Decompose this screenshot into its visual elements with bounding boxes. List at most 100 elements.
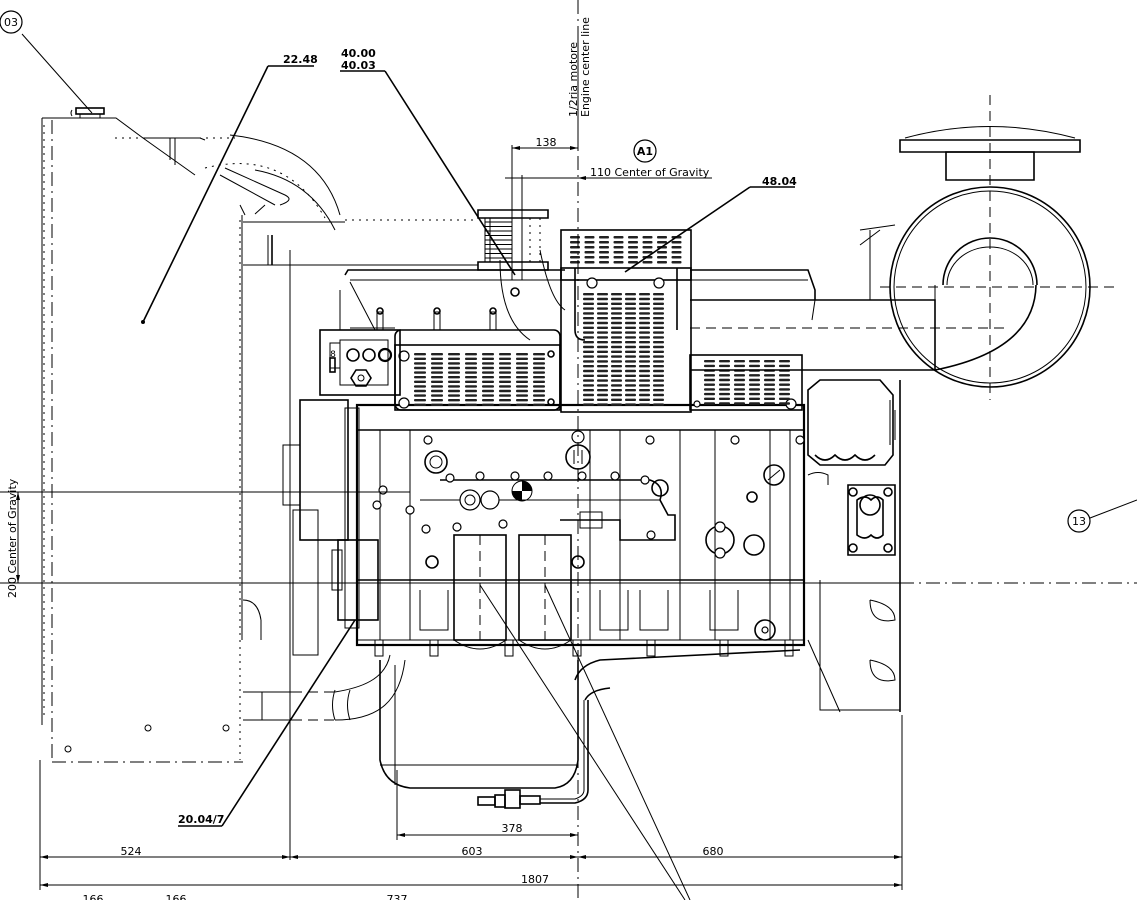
dim-737: 737	[387, 893, 408, 900]
louvre-slot	[599, 256, 609, 259]
louvre-slot	[657, 236, 667, 239]
louvre-slot	[639, 360, 650, 363]
louvre-slot	[639, 393, 650, 397]
louvre-slot	[734, 388, 745, 391]
louvre-slot	[482, 366, 494, 370]
louvre-slot	[642, 246, 653, 249]
louvre-slot	[465, 357, 477, 360]
louvre-slot	[611, 379, 622, 382]
balloon-03: 03	[0, 10, 23, 34]
louvre-slot	[628, 246, 638, 249]
louvre-slot	[584, 256, 595, 259]
louvre-slot	[613, 236, 624, 239]
louvre-slot	[583, 365, 594, 368]
louvre-slot	[465, 380, 477, 383]
louvre-slot	[431, 389, 443, 393]
louvre-slot	[597, 369, 608, 373]
louvre-slot	[653, 341, 664, 344]
louvre-slot	[597, 297, 608, 301]
louvre-slot	[653, 293, 664, 296]
louvre-slot	[749, 364, 760, 368]
louvre-slot	[583, 374, 594, 377]
louvre-slot	[639, 403, 650, 406]
louvre-slot	[516, 403, 528, 406]
balloon-03-label: 03	[4, 16, 18, 29]
louvre-slot	[465, 399, 477, 402]
louvre-slot	[597, 326, 608, 329]
louvre-slot	[499, 394, 511, 397]
louvre-slot	[653, 389, 664, 392]
louvre-slot	[597, 355, 608, 358]
louvre-slot	[719, 374, 730, 377]
louvre-slot	[597, 341, 608, 344]
louvre-slot	[749, 374, 760, 377]
louvre-slot	[583, 341, 594, 344]
dim-cg-horizontal: 110 Center of Gravity	[590, 166, 710, 179]
louvre-slot	[499, 399, 511, 402]
louvre-slot	[448, 399, 460, 402]
block-bolts	[423, 430, 805, 445]
louvre-slot	[764, 383, 775, 386]
louvre-slot	[448, 403, 460, 406]
louvre-slot	[516, 362, 528, 365]
louvre-slot	[583, 297, 594, 301]
louvre-slot	[639, 331, 650, 334]
louvre-slot	[611, 321, 622, 325]
louvre-slot	[779, 364, 790, 368]
louvre-slot	[516, 394, 528, 397]
heat-guard-right	[689, 354, 803, 411]
louvre-slot	[653, 326, 664, 329]
centerline-label-it: 1/2ria motore	[567, 42, 580, 117]
louvre-slot	[597, 302, 608, 305]
louvre-slot	[431, 376, 443, 379]
louvre-slot	[653, 297, 664, 301]
louvre-slot	[719, 402, 730, 405]
dim-378: 378	[502, 822, 523, 835]
callout-radiator: 22.48	[283, 53, 318, 66]
louvre-slot	[414, 353, 426, 356]
louvre-slot	[597, 331, 608, 334]
callout-40-00: 40.00	[341, 47, 376, 60]
louvre-slot	[625, 355, 636, 358]
louvre-slot	[639, 336, 650, 339]
louvre-slot	[597, 384, 608, 387]
louvre-slot	[431, 385, 443, 388]
louvre-slot	[779, 374, 790, 377]
louvre-slot	[465, 376, 477, 379]
louvre-slot	[653, 403, 664, 406]
louvre-slot	[597, 317, 608, 320]
louvre-slot	[653, 365, 664, 368]
louvre-slot	[414, 362, 426, 365]
louvre-slot	[779, 402, 790, 405]
louvre-slot	[749, 378, 760, 382]
louvre-slot	[625, 379, 636, 382]
louvre-slot	[583, 403, 594, 406]
louvre-slot	[734, 402, 745, 405]
louvre-slot	[625, 403, 636, 406]
louvre-slot	[639, 355, 650, 358]
louvre-slot	[583, 307, 594, 310]
balloon-13: 13	[1067, 509, 1091, 533]
louvre-slot	[465, 362, 477, 365]
louvre-slot	[611, 384, 622, 387]
louvre-slot	[749, 360, 760, 363]
louvre-slot	[448, 362, 460, 365]
louvre-slot	[431, 403, 443, 406]
louvre-slot	[671, 261, 682, 264]
louvre-slot	[613, 251, 624, 254]
louvre-slot	[639, 341, 650, 344]
louvre-slot	[625, 293, 636, 296]
louvre-slot	[482, 385, 494, 388]
louvre-slot	[516, 371, 528, 374]
louvre-slot	[584, 251, 595, 254]
louvre-slot	[653, 312, 664, 315]
louvre-slot	[653, 350, 664, 353]
louvre-slot	[533, 376, 545, 379]
louvre-slot	[611, 345, 622, 349]
louvre-slot	[597, 336, 608, 339]
louvre-slot	[448, 376, 460, 379]
louvre-slot	[414, 376, 426, 379]
louvre-slot	[597, 379, 608, 382]
louvre-slot	[779, 360, 790, 363]
louvre-slot	[448, 385, 460, 388]
